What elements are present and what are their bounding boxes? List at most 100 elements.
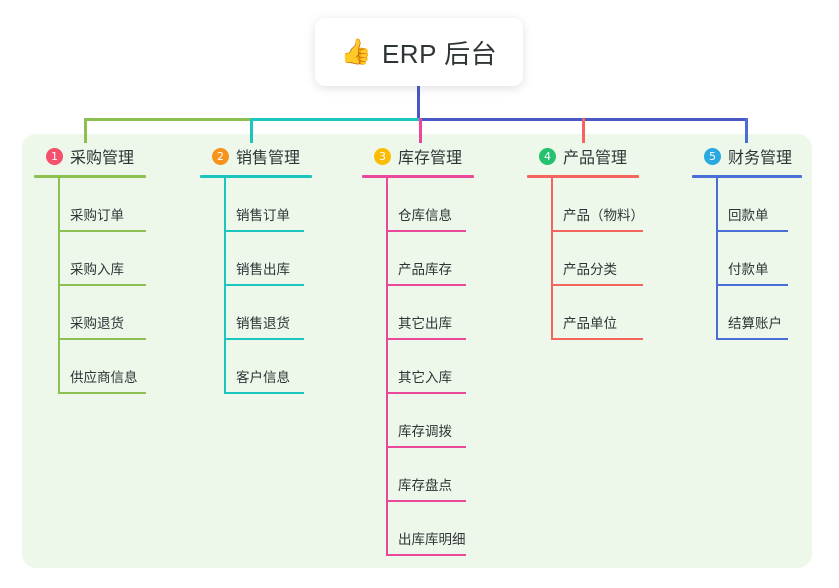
root-stem-line: [417, 86, 420, 121]
column-underline: [200, 175, 312, 178]
list-item-label: 回款单: [728, 208, 769, 223]
list-item-underline: [551, 284, 643, 286]
column-index-badge: 1: [46, 147, 63, 165]
list-item[interactable]: 采购订单: [34, 178, 184, 232]
column-spine: [224, 178, 226, 394]
list-item-underline: [716, 338, 788, 340]
column-index-badge: 2: [212, 147, 229, 165]
diagram-panel: [22, 134, 812, 568]
list-item[interactable]: 产品单位: [527, 286, 667, 340]
list-item-label: 采购退货: [70, 316, 124, 331]
list-item[interactable]: 其它入库: [362, 340, 502, 394]
column-spine: [551, 178, 553, 340]
column-items: 回款单付款单结算账户: [692, 178, 822, 340]
list-item-label: 采购订单: [70, 208, 124, 223]
drop-line-库存管理: [419, 118, 422, 143]
column-header[interactable]: 4 产品管理: [527, 144, 667, 168]
list-item[interactable]: 出库库明细: [362, 502, 502, 556]
list-item[interactable]: 回款单: [692, 178, 822, 232]
list-item[interactable]: 仓库信息: [362, 178, 502, 232]
list-item[interactable]: 付款单: [692, 232, 822, 286]
column-采购管理: 1 采购管理采购订单采购入库采购退货供应商信息: [34, 144, 184, 394]
list-item[interactable]: 采购退货: [34, 286, 184, 340]
list-item-label: 销售退货: [236, 316, 290, 331]
column-underline: [692, 175, 802, 178]
column-header[interactable]: 2 销售管理: [200, 144, 340, 168]
list-item[interactable]: 销售出库: [200, 232, 340, 286]
list-item-underline: [386, 392, 466, 394]
list-item-label: 销售订单: [236, 208, 290, 223]
list-item[interactable]: 销售订单: [200, 178, 340, 232]
list-item[interactable]: 其它出库: [362, 286, 502, 340]
list-item-label: 产品单位: [563, 316, 617, 331]
list-item-label: 供应商信息: [70, 370, 138, 385]
list-item-underline: [386, 554, 466, 556]
drop-line-销售管理: [250, 118, 253, 143]
column-header[interactable]: 1 采购管理: [34, 144, 184, 168]
drop-line-采购管理: [84, 118, 87, 143]
column-items: 销售订单销售出库销售退货客户信息: [200, 178, 340, 394]
list-item-underline: [386, 446, 466, 448]
column-underline: [34, 175, 146, 178]
column-spine: [716, 178, 718, 340]
column-产品管理: 4 产品管理产品（物料） 产品分类产品单位: [527, 144, 667, 340]
column-index-badge: 3: [374, 147, 391, 165]
list-item[interactable]: 库存盘点: [362, 448, 502, 502]
list-item-underline: [224, 284, 304, 286]
list-item[interactable]: 产品库存: [362, 232, 502, 286]
column-销售管理: 2 销售管理销售订单销售出库销售退货客户信息: [200, 144, 340, 394]
list-item-underline: [58, 338, 146, 340]
column-title: 财务管理: [728, 150, 793, 167]
list-item-label: 付款单: [728, 262, 769, 277]
list-item-label: 产品库存: [398, 262, 452, 277]
column-index-badge: 4: [539, 147, 556, 165]
list-item-underline: [224, 230, 304, 232]
column-title: 采购管理: [70, 150, 135, 167]
root-node-label: ERP 后台: [381, 38, 498, 69]
list-item-label: 库存调拨: [398, 424, 452, 439]
root-node[interactable]: 👍 ERP 后台: [315, 18, 523, 86]
drop-line-产品管理: [582, 118, 585, 143]
column-items: 采购订单采购入库采购退货供应商信息: [34, 178, 184, 394]
list-item[interactable]: 产品（物料）: [527, 178, 667, 232]
column-items: 仓库信息产品库存其它出库其它入库库存调拨库存盘点出库库明细: [362, 178, 502, 556]
list-item-underline: [716, 230, 788, 232]
thumbs-up-icon: 👍: [340, 37, 372, 66]
list-item[interactable]: 库存调拨: [362, 394, 502, 448]
list-item-label: 仓库信息: [398, 208, 452, 223]
list-item[interactable]: 客户信息: [200, 340, 340, 394]
list-item[interactable]: 采购入库: [34, 232, 184, 286]
list-item-underline: [386, 500, 466, 502]
list-item-label: 结算账户: [728, 316, 782, 331]
list-item-underline: [386, 338, 466, 340]
list-item-label: 出库库明细: [398, 532, 466, 547]
list-item-label: 销售出库: [236, 262, 290, 277]
bus-segment-1: [84, 118, 250, 121]
column-title: 销售管理: [236, 150, 301, 167]
list-item-label: 客户信息: [236, 370, 290, 385]
list-item[interactable]: 销售退货: [200, 286, 340, 340]
list-item-underline: [224, 392, 304, 394]
drop-line-财务管理: [745, 118, 748, 143]
list-item-label: 产品分类: [563, 262, 617, 277]
list-item-label: 采购入库: [70, 262, 124, 277]
list-item-label: 产品（物料）: [563, 208, 644, 223]
column-库存管理: 3 库存管理仓库信息产品库存其它出库其它入库库存调拨库存盘点出库库明细: [362, 144, 502, 556]
column-title: 产品管理: [563, 150, 628, 167]
list-item-underline: [716, 284, 788, 286]
column-title: 库存管理: [398, 150, 463, 167]
column-items: 产品（物料） 产品分类产品单位: [527, 178, 667, 340]
list-item-underline: [386, 284, 466, 286]
column-underline: [362, 175, 474, 178]
list-item-underline: [551, 338, 643, 340]
list-item[interactable]: 产品分类: [527, 232, 667, 286]
list-item-label: 其它出库: [398, 316, 452, 331]
bus-segment-2: [250, 118, 419, 121]
list-item-underline: [58, 392, 146, 394]
list-item[interactable]: 结算账户: [692, 286, 822, 340]
column-header[interactable]: 3 库存管理: [362, 144, 502, 168]
list-item[interactable]: 供应商信息: [34, 340, 184, 394]
